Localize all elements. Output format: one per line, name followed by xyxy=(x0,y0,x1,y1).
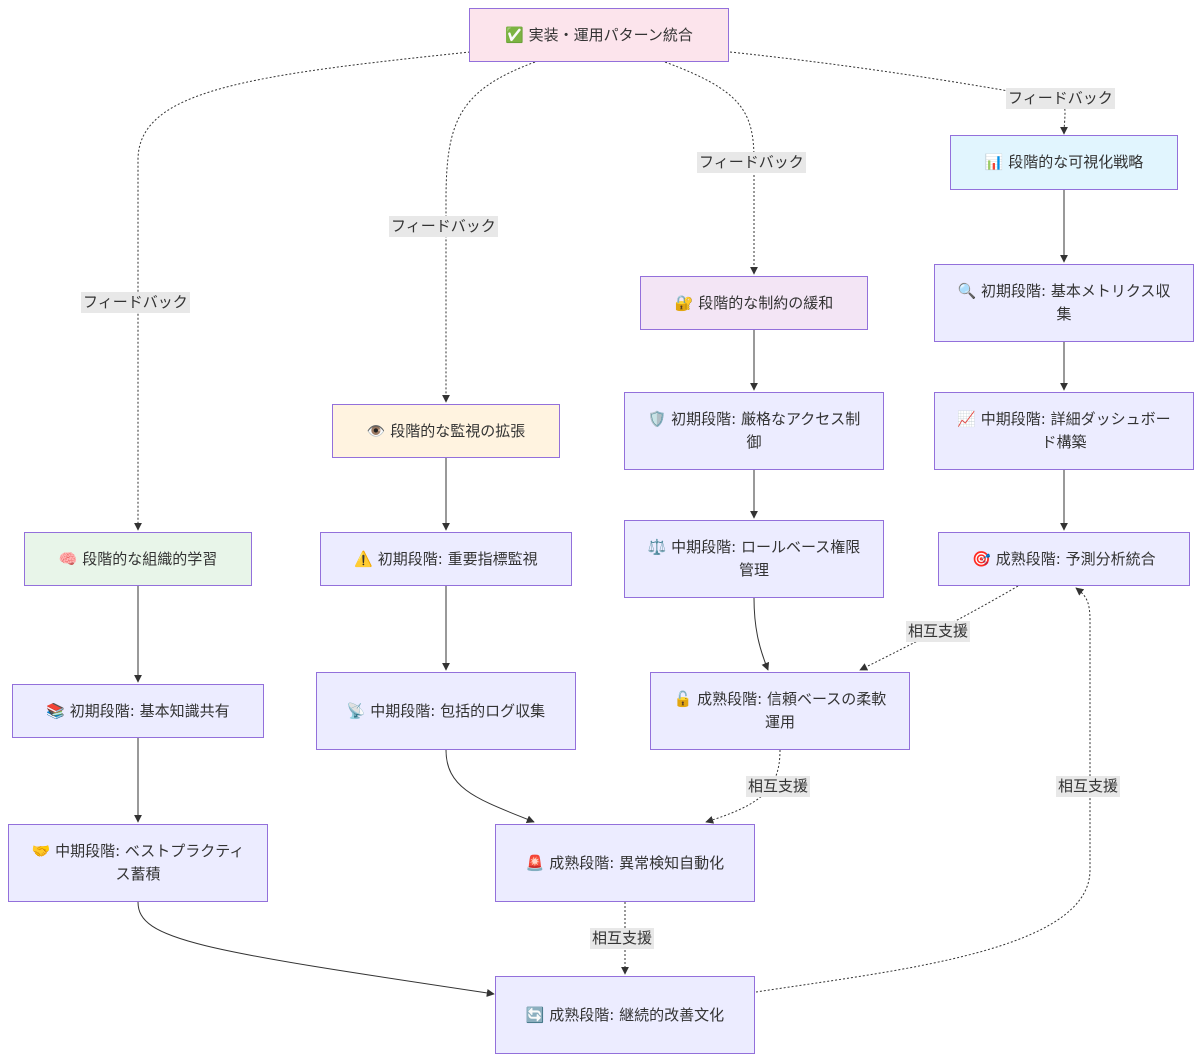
node-learn-early-label: 📚 初期段階: 基本知識共有 xyxy=(46,701,230,720)
node-monitor-strategy[interactable]: 👁️ 段階的な監視の拡張 xyxy=(332,404,560,458)
node-monitor-mature[interactable]: 🚨 成熟段階: 異常検知自動化 xyxy=(495,824,755,902)
node-relax-mature[interactable]: 🔓 成熟段階: 信頼ベースの柔軟運用 xyxy=(650,672,910,750)
node-relax-mid-label: ⚖️ 中期段階: ロールベース権限管理 xyxy=(647,538,861,579)
edge-lea3-to-vis3 xyxy=(755,587,1091,993)
node-vis-mid[interactable]: 📈 中期段階: 詳細ダッシュボード構築 xyxy=(934,392,1194,470)
node-learn-strategy[interactable]: 🧠 段階的な組織的学習 xyxy=(24,532,252,586)
node-vis-mid-label: 📈 中期段階: 詳細ダッシュボード構築 xyxy=(957,410,1171,451)
node-vis-early[interactable]: 🔍 初期段階: 基本メトリクス収集 xyxy=(934,264,1194,342)
edge-label-mutual-rel3-mon3: 相互支援 xyxy=(746,776,811,797)
edge-label-feedback-visual: フィードバック xyxy=(1006,88,1115,109)
node-monitor-mature-label: 🚨 成熟段階: 異常検知自動化 xyxy=(525,853,725,872)
node-monitor-mid[interactable]: 📡 中期段階: 包括的ログ収集 xyxy=(316,672,576,750)
node-learn-strategy-label: 🧠 段階的な組織的学習 xyxy=(58,549,218,568)
node-learn-mature-label: 🔄 成熟段階: 継続的改善文化 xyxy=(525,1005,725,1024)
node-relax-mature-label: 🔓 成熟段階: 信頼ベースの柔軟運用 xyxy=(673,690,887,731)
edge-mon2-to-mon3 xyxy=(445,749,535,823)
node-visual-strategy-label: 📊 段階的な可視化戦略 xyxy=(984,153,1144,171)
node-relax-early-label: 🛡️ 初期段階: 厳格なアクセス制御 xyxy=(647,410,861,451)
node-monitor-strategy-label: 👁️ 段階的な監視の拡張 xyxy=(366,421,526,440)
edge-rel2-to-rel3 xyxy=(753,597,770,671)
node-vis-early-label: 🔍 初期段階: 基本メトリクス収集 xyxy=(957,282,1171,323)
node-relax-strategy-label: 🔐 段階的な制約の緩和 xyxy=(674,293,834,312)
node-monitor-mid-label: 📡 中期段階: 包括的ログ収集 xyxy=(346,701,546,720)
edge-label-mutual-vis3-rel3: 相互支援 xyxy=(906,621,971,642)
edge-root-to-learn xyxy=(134,51,471,531)
node-monitor-early-label: ⚠️ 初期段階: 重要指標監視 xyxy=(354,549,538,568)
edge-label-mutual-lea3-vis3: 相互支援 xyxy=(1056,776,1121,797)
node-vis-mature-label: 🎯 成熟段階: 予測分析統合 xyxy=(972,549,1156,568)
node-vis-mature[interactable]: 🎯 成熟段階: 予測分析統合 xyxy=(938,532,1190,586)
node-root[interactable]: ✅ 実装・運用パターン統合 xyxy=(469,8,729,62)
edge-label-mutual-mon3-lea3: 相互支援 xyxy=(590,928,655,949)
edge-label-feedback-relax: フィードバック xyxy=(697,152,806,173)
edge-lea2-to-lea3 xyxy=(137,901,495,997)
edge-root-to-visual xyxy=(729,51,1069,135)
node-learn-early[interactable]: 📚 初期段階: 基本知識共有 xyxy=(12,684,264,738)
node-relax-early[interactable]: 🛡️ 初期段階: 厳格なアクセス制御 xyxy=(624,392,884,470)
node-learn-mid[interactable]: 🤝 中期段階: ベストプラクティス蓄積 xyxy=(8,824,268,902)
node-visual-strategy[interactable]: 📊 段階的な可視化戦略 xyxy=(950,135,1178,190)
node-monitor-early[interactable]: ⚠️ 初期段階: 重要指標監視 xyxy=(320,532,572,586)
node-learn-mature[interactable]: 🔄 成熟段階: 継続的改善文化 xyxy=(495,976,755,1054)
node-relax-mid[interactable]: ⚖️ 中期段階: ロールベース権限管理 xyxy=(624,520,884,598)
edge-label-feedback-monitor: フィードバック xyxy=(389,216,498,237)
node-learn-mid-label: 🤝 中期段階: ベストプラクティス蓄積 xyxy=(31,842,245,883)
node-relax-strategy[interactable]: 🔐 段階的な制約の緩和 xyxy=(640,276,868,330)
node-root-label: ✅ 実装・運用パターン統合 xyxy=(505,25,693,44)
edge-root-to-monitor xyxy=(442,61,536,403)
edge-label-feedback-learn: フィードバック xyxy=(81,292,190,313)
